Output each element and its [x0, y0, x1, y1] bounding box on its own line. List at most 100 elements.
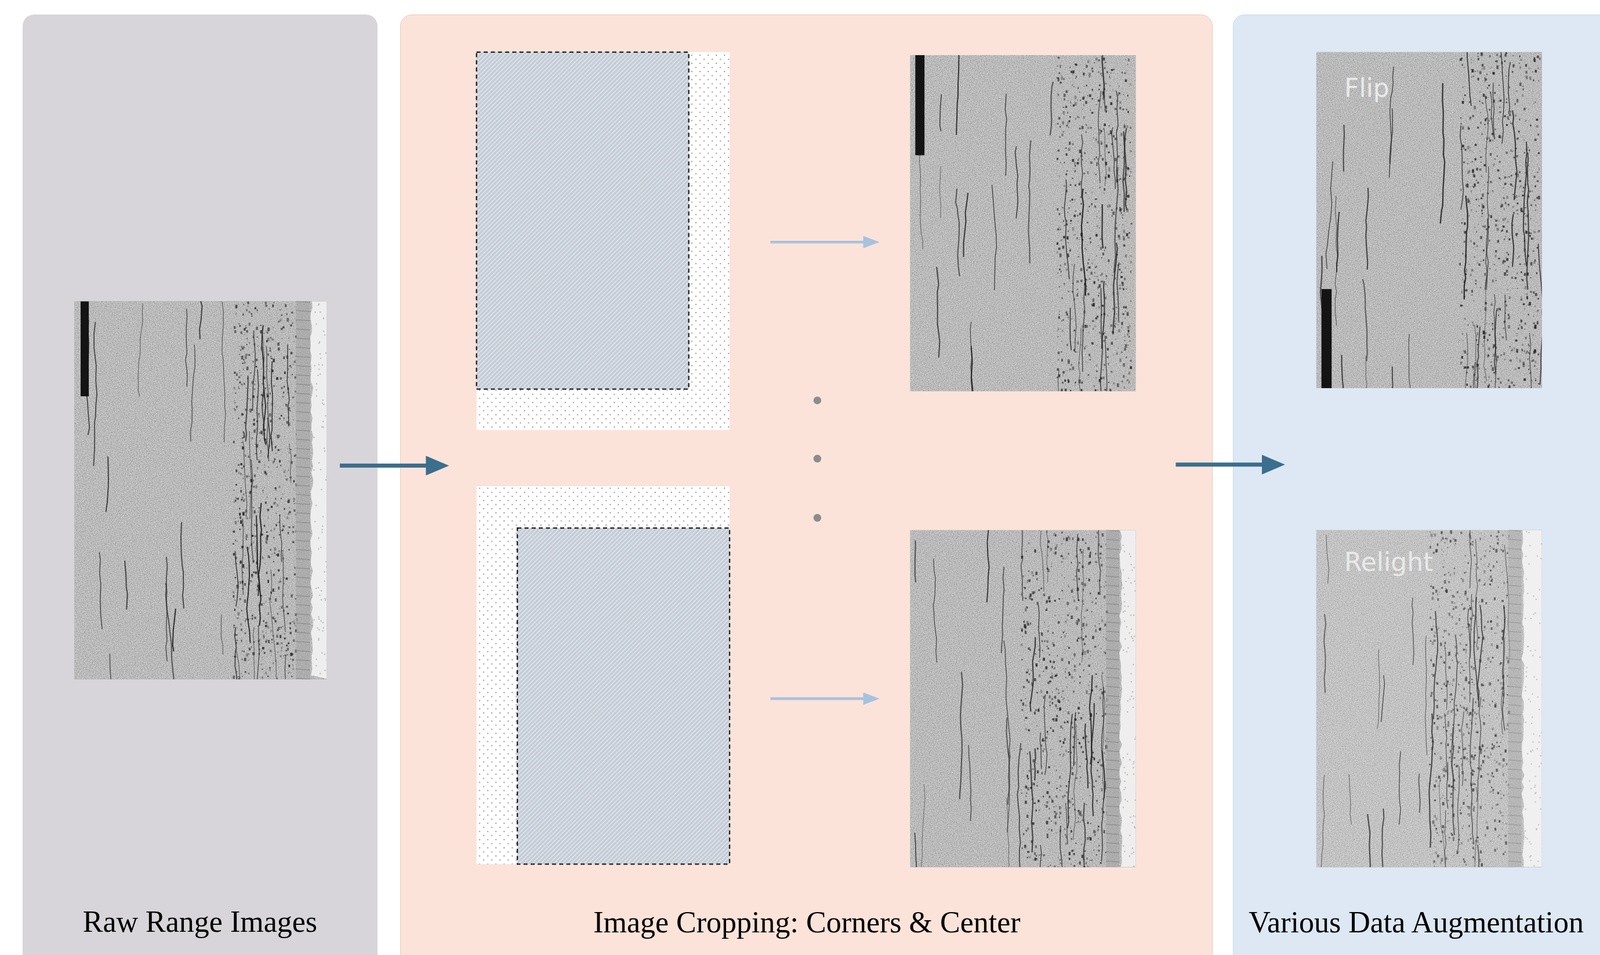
speck: [1058, 226, 1060, 228]
speck: [1067, 111, 1069, 114]
speck: [290, 672, 292, 673]
speck: [1071, 198, 1074, 201]
speck: [258, 412, 260, 416]
speck: [240, 498, 243, 501]
speck: [1094, 271, 1096, 274]
speck: [292, 639, 295, 642]
speck: [1036, 724, 1038, 727]
speck: [1084, 324, 1087, 329]
speck: [238, 513, 241, 515]
speck: [1125, 254, 1128, 258]
speck: [1043, 853, 1046, 856]
speck: [1104, 623, 1107, 627]
speck: [1112, 211, 1115, 215]
speck: [1022, 621, 1025, 623]
speck: [1118, 234, 1121, 238]
crack: [1064, 179, 1069, 279]
speck: [244, 355, 248, 359]
speck: [1038, 589, 1040, 591]
speck: [1050, 864, 1051, 866]
speck: [1099, 217, 1101, 219]
speck: [250, 618, 252, 619]
speck: [236, 562, 237, 564]
cobble-joint: [295, 466, 311, 468]
speck: [1094, 317, 1098, 320]
curb-speck: [324, 653, 326, 655]
speck: [1057, 271, 1059, 274]
speck: [258, 510, 260, 513]
speck: [1056, 654, 1058, 657]
speck: [270, 629, 272, 632]
speck: [294, 454, 296, 457]
speck: [265, 625, 267, 627]
speck: [290, 351, 293, 354]
speck: [1027, 728, 1030, 732]
speck: [1028, 680, 1030, 683]
speck: [1058, 353, 1060, 355]
speck: [284, 303, 287, 307]
speck: [1114, 324, 1116, 326]
speck: [1107, 204, 1109, 208]
speck: [1072, 143, 1074, 146]
crack: [1081, 134, 1083, 197]
speck: [1122, 363, 1126, 367]
speck: [253, 485, 255, 488]
speck: [273, 546, 277, 551]
speck: [1111, 215, 1113, 217]
speck: [1035, 808, 1037, 812]
speck: [239, 597, 242, 600]
speck: [1053, 660, 1055, 663]
speck: [282, 524, 285, 528]
speck: [1087, 127, 1090, 130]
speck: [292, 621, 294, 623]
speck: [235, 312, 237, 315]
speck: [1073, 329, 1076, 332]
speck: [1128, 231, 1131, 234]
speck: [1094, 389, 1097, 391]
crack: [1101, 56, 1106, 108]
speck: [275, 523, 277, 526]
speck: [1100, 809, 1102, 811]
crack: [185, 308, 188, 387]
crack: [1005, 93, 1007, 176]
speck: [234, 539, 237, 542]
curb-speck: [317, 304, 319, 306]
speck: [1096, 853, 1098, 855]
speck: [237, 677, 240, 680]
speck: [1129, 340, 1131, 342]
speck: [1096, 255, 1097, 257]
speck: [1059, 706, 1062, 711]
speck: [1061, 351, 1063, 353]
speck: [271, 553, 273, 555]
speck: [1073, 599, 1076, 602]
speck: [240, 560, 242, 564]
speck: [244, 454, 246, 457]
speck: [251, 646, 253, 648]
speck: [1070, 829, 1073, 833]
speck: [283, 655, 284, 656]
speck: [276, 634, 278, 638]
speck: [1099, 695, 1102, 699]
small-arrow-shaft: [770, 697, 867, 700]
speck: [1106, 356, 1109, 358]
speck: [234, 608, 236, 611]
speck: [288, 525, 291, 528]
speck: [1085, 345, 1087, 347]
speck: [1076, 351, 1078, 353]
speck: [263, 524, 266, 527]
speck: [283, 508, 285, 510]
speck: [273, 527, 276, 530]
speck: [239, 581, 242, 584]
speck: [1120, 351, 1123, 354]
curb-speck: [315, 664, 317, 666]
speck: [283, 356, 285, 359]
speck: [1111, 215, 1113, 217]
cobble-joint: [295, 558, 311, 560]
speck: [1098, 227, 1101, 229]
crack: [165, 556, 174, 679]
speck: [1046, 640, 1048, 643]
speck: [280, 327, 284, 330]
speck: [1074, 184, 1076, 187]
speck: [1104, 651, 1106, 654]
speck: [1059, 858, 1061, 861]
